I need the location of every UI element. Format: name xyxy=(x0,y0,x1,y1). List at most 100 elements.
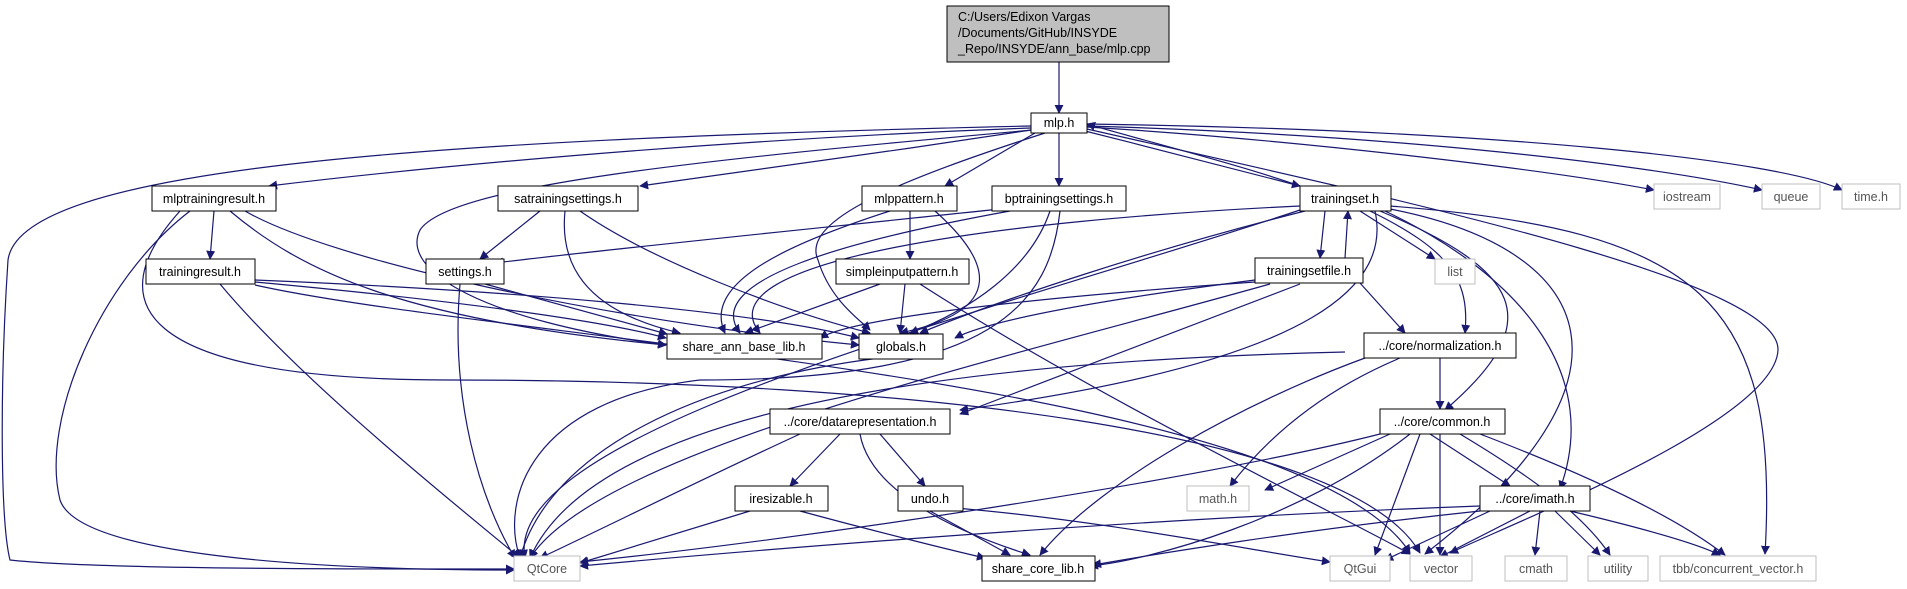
node-undo-h[interactable]: undo.h xyxy=(897,485,964,512)
edge-imath-concurrent xyxy=(1569,510,1721,556)
edge-satraining-settings xyxy=(479,210,541,260)
edge-mlppattern-globals xyxy=(899,210,980,336)
node-label: trainingset.h xyxy=(1311,192,1379,206)
dependency-edges xyxy=(1,62,1843,575)
node-qtcore[interactable]: QtCore xyxy=(513,555,581,582)
node-label: simpleinputpattern.h xyxy=(846,265,959,279)
node-label: vector xyxy=(1424,562,1458,576)
edge-settings-share-ann xyxy=(484,283,668,337)
node-trainingresult-h[interactable]: trainingresult.h xyxy=(145,258,256,285)
root-label-line-3: _Repo/INSYDE/ann_base/mlp.cpp xyxy=(957,42,1151,56)
node-box xyxy=(1379,408,1506,435)
node-satrainingsettings-h[interactable]: satrainingsettings.h xyxy=(497,185,639,212)
node-box xyxy=(1587,555,1649,582)
node-share-ann-base-lib-h[interactable]: share_ann_base_lib.h xyxy=(666,333,823,360)
edge-trainingsetfile-globals xyxy=(954,279,1256,339)
node-label: mlp.h xyxy=(1044,116,1075,130)
node-qtgui[interactable]: QtGui xyxy=(1329,555,1391,582)
node-label: cmath xyxy=(1519,562,1553,576)
edge-mlp-mlptrainingresult xyxy=(268,127,1032,190)
edge-trainingset-trainingsetfile xyxy=(1316,210,1326,259)
edge-simpleinput-share-ann xyxy=(744,283,881,335)
node-share-core-lib-h[interactable]: share_core_lib.h xyxy=(981,555,1096,582)
edge-trainingsetfile-datarep xyxy=(959,283,1301,416)
node-label: satrainingsettings.h xyxy=(514,192,622,206)
node-label: bptrainingsettings.h xyxy=(1005,192,1113,206)
node-label: QtGui xyxy=(1344,562,1377,576)
edge-mlp-queue xyxy=(1086,125,1763,193)
node-label: ../core/imath.h xyxy=(1495,492,1574,506)
node-label: time.h xyxy=(1854,190,1888,204)
node-settings-h[interactable]: settings.h xyxy=(425,258,505,285)
edge-trainingsetfile-share-ann xyxy=(819,281,1256,339)
node-box xyxy=(897,485,964,512)
node-label: iresizable.h xyxy=(749,492,812,506)
node-trainingset-h[interactable]: trainingset.h xyxy=(1299,185,1392,212)
node-time-h[interactable]: time.h xyxy=(1841,183,1901,210)
node-common-h[interactable]: ../core/common.h xyxy=(1379,408,1506,435)
edge-imath-utility xyxy=(1554,510,1601,556)
edge-iresizable-qtcore xyxy=(579,510,751,565)
edge-satraining-share-ann xyxy=(563,210,681,336)
edge-mlptrainingresult-vector xyxy=(141,210,1421,554)
node-label: settings.h xyxy=(438,265,492,279)
node-math-h[interactable]: math.h xyxy=(1186,485,1250,512)
node-iresizable-h[interactable]: iresizable.h xyxy=(734,485,829,512)
edge-mlp-iostream xyxy=(1086,126,1655,193)
edge-trainingresult-share-ann xyxy=(254,281,667,341)
node-tbb-concurrent-vector-h[interactable]: tbb/concurrent_vector.h xyxy=(1659,555,1817,582)
node-label: math.h xyxy=(1199,492,1237,506)
edge-trainingsetfile-normalization xyxy=(1359,282,1406,334)
edge-undo-qtgui xyxy=(954,507,1331,566)
node-box xyxy=(1363,332,1517,359)
node-box xyxy=(1409,555,1473,582)
edge-common-share-core xyxy=(1089,433,1411,570)
edge-datarep-qtcore xyxy=(539,433,801,559)
node-iostream[interactable]: iostream xyxy=(1653,183,1721,210)
node-queue[interactable]: queue xyxy=(1761,183,1821,210)
node-label: utility xyxy=(1604,562,1633,576)
edge-globals-qtcore xyxy=(517,357,881,559)
edge-satraining-globals xyxy=(579,210,871,336)
edge-common-imath xyxy=(1429,433,1511,487)
node-simpleinputpattern-h[interactable]: simpleinputpattern.h xyxy=(835,258,970,285)
edge-mlp-trainingset xyxy=(1084,130,1301,189)
node-cmath[interactable]: cmath xyxy=(1504,555,1568,582)
node-box xyxy=(1186,485,1250,512)
edge-trainingresult-globals xyxy=(254,279,860,341)
node-trainingsetfile-h[interactable]: trainingsetfile.h xyxy=(1254,257,1364,284)
node-label: trainingresult.h xyxy=(159,265,241,279)
edge-mlp-share-ann xyxy=(416,129,1034,349)
node-normalization-h[interactable]: ../core/normalization.h xyxy=(1363,332,1517,359)
node-mlppattern-h[interactable]: mlppattern.h xyxy=(861,185,958,212)
node-box xyxy=(145,258,256,285)
node-label: ../core/common.h xyxy=(1394,415,1491,429)
edge-imath-share-core xyxy=(1092,510,1481,569)
edge-mlp-time xyxy=(1086,123,1843,191)
edge-iresizable-share-core xyxy=(799,510,986,561)
node-datarepresentation-h[interactable]: ../core/datarepresentation.h xyxy=(769,408,951,435)
edge-imath-qtcore xyxy=(579,505,1481,570)
node-bptrainingsettings-h[interactable]: bptrainingsettings.h xyxy=(991,185,1127,212)
edge-common-concurrent xyxy=(1479,433,1726,556)
node-list[interactable]: list xyxy=(1434,258,1476,285)
edge-bptraining-qtcore xyxy=(513,210,1061,559)
node-label: share_ann_base_lib.h xyxy=(682,340,805,354)
node-box xyxy=(861,185,958,212)
edge-imath-qtgui xyxy=(1384,510,1491,561)
edge-bptraining-share-ann xyxy=(731,210,1011,334)
node-globals-h[interactable]: globals.h xyxy=(858,333,944,360)
node-mlp-h[interactable]: mlp.h xyxy=(1030,112,1088,134)
node-label: QtCore xyxy=(527,562,567,576)
node-utility[interactable]: utility xyxy=(1587,555,1649,582)
edge-common-qtgui xyxy=(1373,433,1421,556)
node-mlptrainingresult-h[interactable]: mlptrainingresult.h xyxy=(151,185,277,212)
edge-trainingset-datarep xyxy=(959,210,1378,414)
edge-undo-share-core xyxy=(929,510,1011,556)
node-vector[interactable]: vector xyxy=(1409,555,1473,582)
node-imath-h[interactable]: ../core/imath.h xyxy=(1479,485,1591,512)
root-node-mlp-cpp[interactable]: C:/Users/Edixon Vargas /Documents/GitHub… xyxy=(946,5,1170,63)
node-box xyxy=(734,485,829,512)
edge-trainingset-share-ann xyxy=(751,205,1301,334)
